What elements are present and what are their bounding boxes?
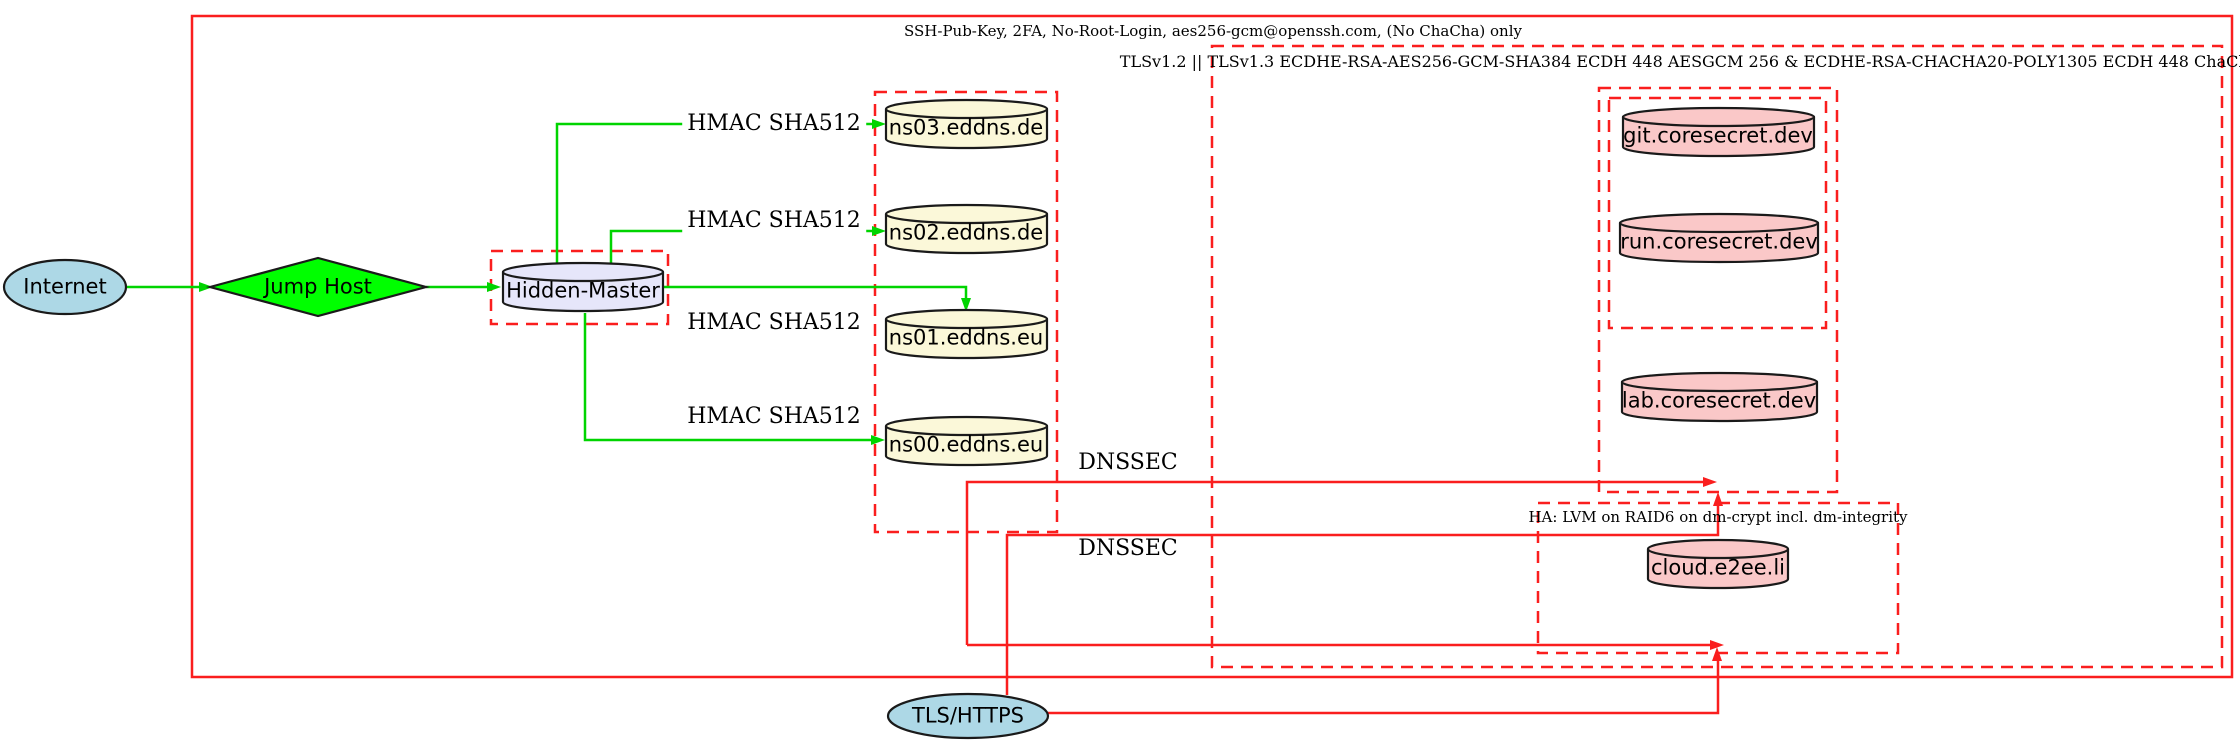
node-internet-label: Internet — [23, 274, 107, 299]
node-lab-label: lab.coresecret.dev — [1621, 388, 1817, 413]
node-run-rim — [1618, 222, 1820, 234]
node-run — [1618, 212, 1820, 264]
node-git — [1621, 106, 1816, 158]
node-lab-rim — [1620, 381, 1819, 393]
node-hidden-master-rim — [501, 271, 665, 283]
cluster-coresecret-inner-box — [1607, 96, 1828, 330]
edge-tlshttps-up — [1047, 660, 1720, 715]
node-tls-https — [886, 692, 1050, 740]
cluster-ha-label: HA: LVM on RAID6 on dm-crypt incl. dm-in… — [1528, 507, 1908, 526]
red-edges — [965, 480, 1720, 715]
arrowhead-into-ns00 — [871, 435, 885, 445]
node-git-rim — [1621, 116, 1816, 128]
node-cloud — [1646, 538, 1790, 590]
edge-hiddenmaster-ns02 — [609, 229, 873, 263]
arrowhead-into-ha-right — [1710, 640, 1724, 650]
cluster-tls-label: TLSv1.2 || TLSv1.3 ECDHE-RSA-AES256-GCM-… — [1119, 52, 2240, 72]
arrowhead-into-coresecret-bottom — [1713, 492, 1723, 506]
edge-label-hmac-1: HMAC SHA512 — [682, 111, 866, 137]
edge-dnssec-upper — [965, 480, 1704, 645]
arrowhead-into-ns02 — [872, 226, 886, 236]
node-jump-host-label: Jump Host — [264, 274, 372, 299]
node-ns02 — [884, 203, 1049, 255]
node-cloud-label: cloud.e2ee.li — [1650, 555, 1786, 580]
node-jump-host — [205, 256, 431, 318]
arrowhead-into-hiddenmaster — [487, 282, 501, 292]
node-run-label: run.coresecret.dev — [1620, 229, 1818, 254]
edge-hiddenmaster-ns01 — [664, 285, 968, 300]
node-ns01 — [884, 308, 1049, 360]
node-ns00 — [884, 415, 1049, 467]
node-git-label: git.coresecret.dev — [1623, 123, 1813, 148]
node-lab — [1620, 371, 1819, 423]
node-ns03 — [884, 98, 1049, 150]
red-arrowheads — [1703, 477, 1724, 661]
node-hidden-master — [501, 261, 665, 313]
node-ns01-label: ns01.eddns.eu — [888, 325, 1044, 350]
edge-label-hmac-2: HMAC SHA512 — [682, 208, 866, 234]
node-ns03-rim — [884, 108, 1049, 120]
node-ns02-label: ns02.eddns.de — [888, 220, 1044, 245]
edge-hiddenmaster-ns00 — [583, 313, 872, 442]
node-cloud-rim — [1646, 548, 1790, 560]
node-ns02-rim — [884, 213, 1049, 225]
cluster-tls-box — [1210, 44, 2224, 669]
edge-label-hmac-3: HMAC SHA512 — [682, 310, 866, 336]
cluster-nameservers-box — [873, 90, 1059, 534]
edge-hiddenmaster-ns03 — [555, 122, 873, 263]
edge-label-hmac-4: HMAC SHA512 — [682, 404, 866, 430]
node-ns00-rim — [884, 425, 1049, 437]
arrowhead-into-ns01 — [961, 298, 971, 312]
node-ns01-rim — [884, 318, 1049, 330]
edge-label-dnssec-1: DNSSEC — [1073, 450, 1183, 476]
node-ns03-label: ns03.eddns.de — [888, 115, 1044, 140]
arrowhead-into-ha-up — [1712, 647, 1722, 661]
node-hidden-master-label: Hidden-Master — [506, 278, 660, 303]
arrowhead-into-coresecret-upper — [1703, 477, 1717, 487]
node-internet — [2, 258, 128, 316]
edge-dnssec-lower — [1005, 505, 1720, 695]
nodes — [2, 98, 1820, 740]
edge-label-dnssec-2: DNSSEC — [1073, 536, 1183, 562]
node-tls-https-label: TLS/HTTPS — [911, 703, 1025, 728]
arrowhead-into-ns03 — [872, 119, 886, 129]
cluster-ssh-label: SSH-Pub-Key, 2FA, No-Root-Login, aes256-… — [904, 21, 1522, 40]
cluster-ssh-box — [190, 14, 2234, 679]
node-ns00-label: ns00.eddns.eu — [888, 432, 1044, 457]
